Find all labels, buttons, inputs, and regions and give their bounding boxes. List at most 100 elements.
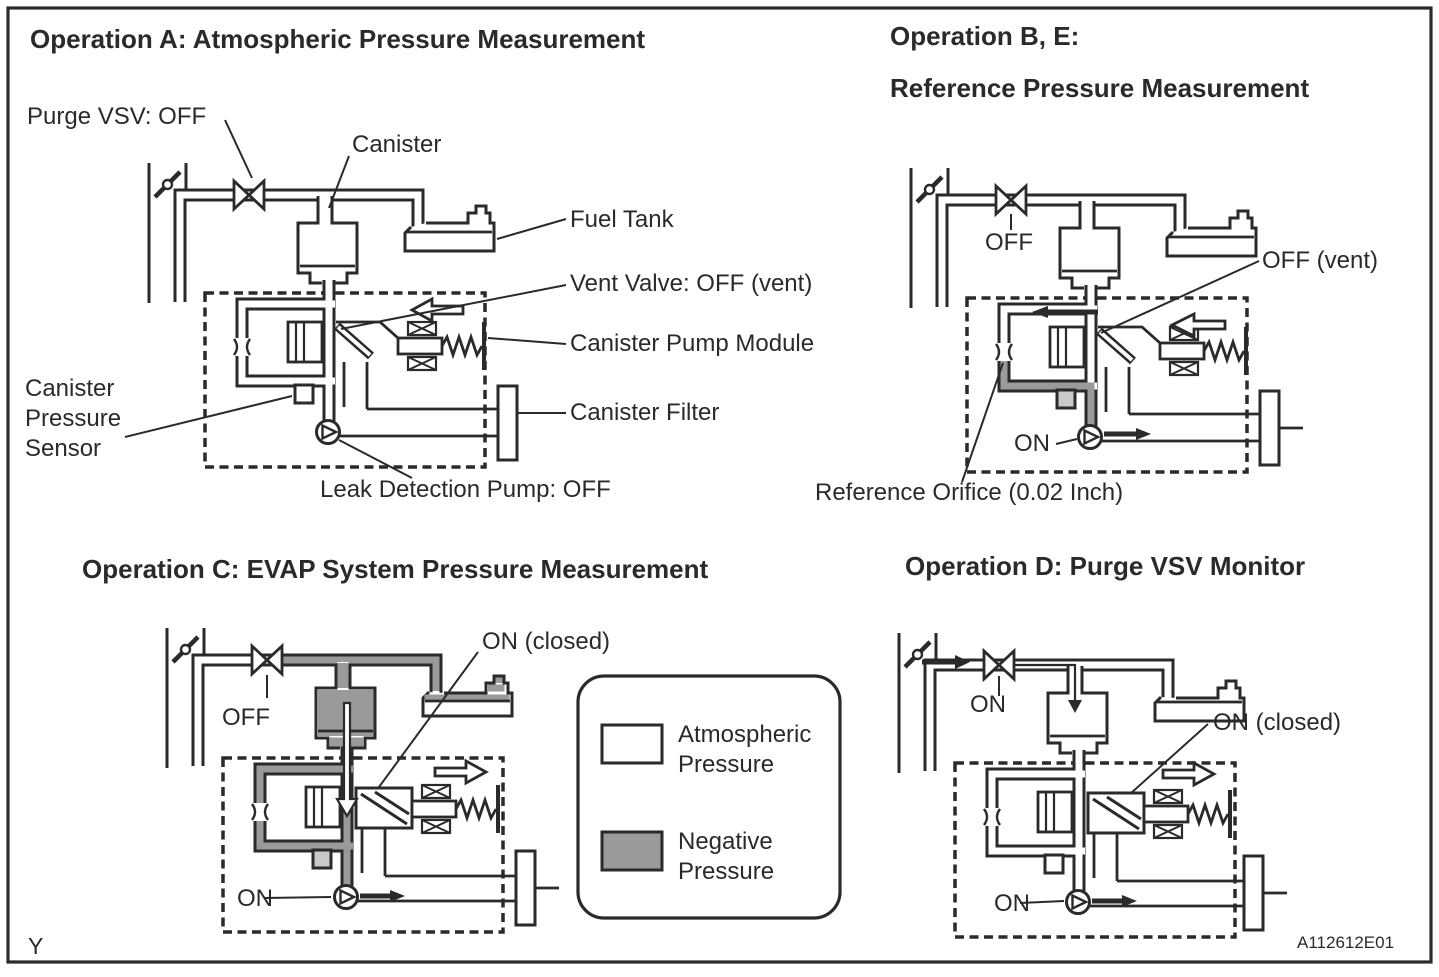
down-flow-arrow-icon (335, 701, 359, 819)
vent-valve-state-label: ON (closed) (1213, 709, 1341, 736)
leak-detection-pump-icon (333, 884, 359, 910)
canister-outline (1058, 201, 1084, 290)
leader-line (338, 439, 413, 479)
figure-border (6, 6, 1433, 964)
tank-cap-fill (495, 677, 503, 683)
vent-valve-closed (1086, 791, 1146, 835)
flow-right-arrow-icon (1122, 895, 1137, 907)
vent-valve-solenoid (410, 783, 500, 835)
vent-valve-closed (354, 786, 414, 830)
pump-state-label: ON (237, 885, 273, 912)
leak-detection-pump-icon (1077, 424, 1103, 450)
leader-line (263, 896, 332, 899)
flow-left-arrow-icon (1032, 306, 1048, 318)
leader-line (340, 284, 567, 330)
reference-orifice-label: Reference Orifice (0.02 Inch) (815, 479, 1123, 506)
leak-detection-pump-icon (1065, 889, 1091, 915)
canister-filter-icon (1258, 389, 1281, 467)
canister-outline (1080, 666, 1109, 755)
reference-orifice-icon (982, 806, 1002, 828)
air-flow-right-arrow-icon (1161, 760, 1217, 788)
legend-negative-line1: Negative (678, 828, 773, 855)
vent-valve-flap-core (1098, 330, 1134, 362)
flow-down-arrow-icon (1068, 700, 1082, 713)
canister-outline (1046, 666, 1072, 755)
legend-atmospheric-line2: Pressure (678, 751, 774, 778)
tank-vapor-space-fill (424, 694, 510, 701)
leader-line (328, 155, 350, 209)
canister-pump-module-box (221, 756, 505, 934)
vent-valve-solenoid (1158, 325, 1248, 377)
leak-detection-pump-icon (315, 419, 341, 445)
flow-path-line (1014, 663, 1077, 700)
panel-operation-d: Operation D: Purge VSV Monitor ON ON (cl… (897, 551, 1341, 939)
pump-module-label: Canister Pump Module (570, 330, 814, 357)
canister-filter-icon (514, 849, 537, 927)
purge-vsv-icon (982, 649, 1016, 681)
sensor-label-line1: Canister (25, 375, 114, 402)
canister-pump-module-box (953, 761, 1237, 939)
leader-line (961, 362, 1004, 483)
vent-valve-state-label: ON (closed) (482, 628, 610, 655)
negative-pressure-path (280, 656, 440, 691)
corner-mark: Y (28, 933, 43, 959)
leader-line (378, 651, 479, 788)
vent-valve-solenoid (1142, 788, 1232, 840)
leader-line (1055, 438, 1078, 445)
panel-b-title-line1: Operation B, E: (890, 21, 1079, 51)
fuel-tank-label: Fuel Tank (570, 206, 675, 233)
neck-opening (1081, 202, 1093, 208)
air-flow-right-arrow-icon (433, 758, 489, 786)
vent-valve-state-label: OFF (vent) (1262, 247, 1378, 274)
tank-cap-fill (487, 684, 505, 692)
sensor-label-line2: Pressure (25, 405, 121, 432)
pump-state-label: ON (994, 890, 1030, 917)
canister-pressure-sensor-icon (293, 383, 315, 405)
fuel-tank (1165, 209, 1258, 258)
leader-line (1100, 260, 1260, 334)
canister-outline (330, 196, 359, 285)
fuel-tank (403, 204, 496, 253)
canister-outline (296, 196, 322, 285)
vent-valve-solenoid (396, 320, 486, 372)
panel-a-title: Operation A: Atmospheric Pressure Measur… (30, 24, 645, 54)
leader-line (124, 395, 293, 438)
canister-label: Canister (352, 131, 441, 158)
flow-right-arrow-icon (955, 655, 970, 669)
legend: Atmospheric Pressure Negative Pressure (576, 674, 842, 920)
atmospheric-pressure-swatch (600, 723, 664, 765)
vent-valve-flap-core (336, 325, 372, 357)
flow-right-arrow-icon (390, 890, 405, 902)
reference-orifice-icon (994, 341, 1014, 363)
leader-line (487, 337, 567, 345)
canister-pressure-sensor-icon (311, 848, 333, 870)
negative-pressure-fill (337, 663, 349, 688)
vent-valve-label: Vent Valve: OFF (vent) (570, 270, 812, 297)
leak-pump-label: Leak Detection Pump: OFF (320, 476, 611, 503)
neck-opening (319, 197, 331, 203)
canister-pump-module-box (965, 296, 1249, 474)
negative-pressure-swatch (600, 830, 664, 872)
reference-orifice-icon (250, 801, 270, 823)
purge-vsv-icon (994, 184, 1028, 216)
panel-c-title: Operation C: EVAP System Pressure Measur… (82, 554, 709, 584)
panel-operation-c: Operation C: EVAP System Pressure Measur… (82, 554, 709, 934)
canister-outline (348, 666, 377, 750)
purge-vsv-state-label: OFF (222, 704, 270, 731)
panel-b-title-line2: Reference Pressure Measurement (890, 73, 1309, 103)
purge-vsv-state-label: ON (970, 691, 1006, 718)
leader-line (224, 119, 253, 179)
purge-vsv-label: Purge VSV: OFF (27, 103, 206, 130)
leader-line (1019, 900, 1065, 904)
flow-right-arrow-icon (1136, 428, 1151, 440)
canister-outline (1092, 201, 1121, 290)
negative-pressure-path (1000, 356, 1095, 427)
sensor-label-line3: Sensor (25, 435, 101, 462)
pipe-core (938, 196, 1184, 307)
purge-vsv-icon (232, 179, 266, 211)
air-flow-left-arrow-icon (1168, 311, 1227, 339)
purge-vsv-icon (250, 644, 284, 676)
panel-operation-b-e: Operation B, E: Reference Pressure Measu… (815, 21, 1378, 506)
